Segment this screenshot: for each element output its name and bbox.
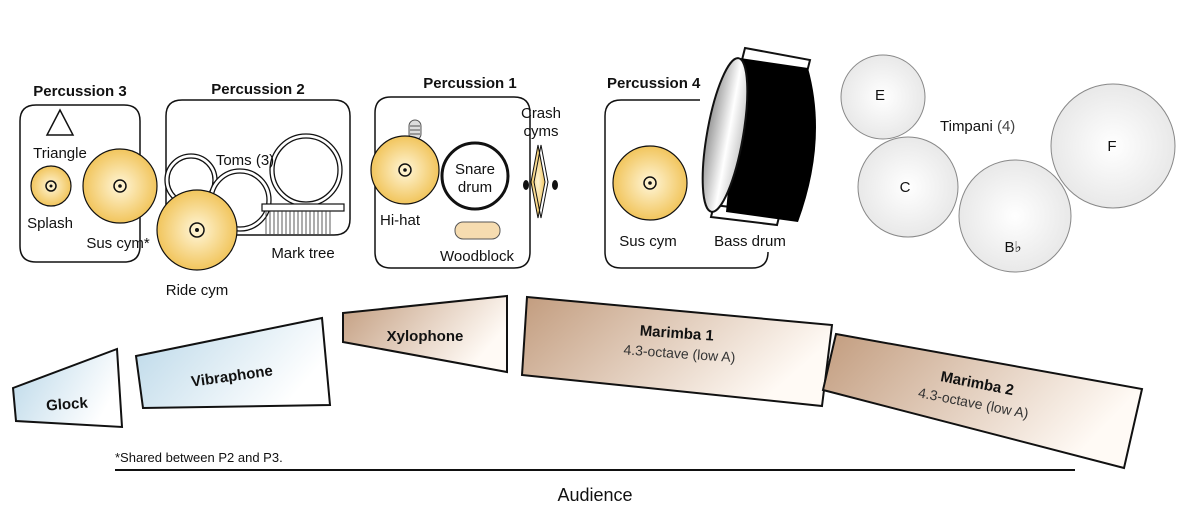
sus-cymbal-icon	[612, 145, 688, 221]
triangle-label: Triangle	[33, 145, 87, 162]
snare-label-line2: drum	[458, 179, 492, 196]
timpani-e-label: E	[875, 87, 885, 104]
keyboard-xylophone: Xylophone	[342, 294, 508, 374]
timpani-bflat-label: B♭	[1004, 239, 1021, 256]
percussion-4-group: Percussion 4 Sus cym Bass drum	[604, 46, 816, 269]
percussion-2-box	[165, 99, 351, 236]
timpani-f-icon	[1050, 83, 1176, 209]
crash-cymbals-icon	[523, 144, 558, 219]
toms-icon	[164, 133, 343, 232]
ride-cymbal-icon	[156, 189, 238, 271]
xylophone-label: Xylophone	[387, 328, 464, 345]
snare-label-line1: Snare	[455, 161, 495, 178]
hi-hat-icon	[370, 119, 440, 205]
hi-hat-label: Hi-hat	[380, 212, 421, 229]
percussion-3-group: Percussion 3 Triangle Splash Sus cym*	[19, 83, 158, 263]
marimba-1-sublabel: 4.3-octave (low A)	[623, 341, 736, 365]
splash-cymbal-icon	[30, 165, 72, 207]
bass-drum-icon	[701, 46, 816, 227]
marimba-1-label: Marimba 1	[639, 322, 714, 344]
timpani-e-icon	[840, 54, 926, 140]
timpani-title-text: Timpani	[940, 118, 993, 135]
mark-tree-icon	[261, 203, 345, 234]
footnote: *Shared between P2 and P3.	[115, 450, 283, 465]
percussion-1-title: Percussion 1	[423, 75, 516, 92]
sus-cym-label: Sus cym	[619, 233, 677, 250]
crash-label-line2: cyms	[524, 123, 559, 140]
timpani-count: (4)	[997, 118, 1015, 135]
sus-cym-shared-label: Sus cym*	[86, 235, 150, 252]
percussion-3-title: Percussion 3	[33, 83, 126, 100]
percussion-3-box	[19, 104, 141, 263]
glock-label: Glock	[46, 395, 89, 415]
timpani-c-label: C	[900, 179, 911, 196]
toms-label: Toms (3)	[216, 152, 274, 169]
percussion-1-box	[374, 96, 531, 269]
keyboard-vibraphone: Vibraphone	[134, 316, 332, 410]
woodblock-icon	[454, 221, 501, 240]
percussion-4-title: Percussion 4	[607, 75, 701, 92]
mark-tree-label: Mark tree	[271, 245, 334, 262]
percussion-1-group: Percussion 1 Hi-hat Snare drum Crash cym…	[370, 75, 561, 269]
timpani-title: Timpani (4)	[940, 118, 1015, 135]
timpani-c-icon	[857, 136, 959, 238]
splash-label: Splash	[27, 215, 73, 232]
crash-label-line1: Crash	[521, 105, 561, 122]
percussion-2-title: Percussion 2	[211, 81, 304, 98]
percussion-4-box	[604, 99, 769, 269]
keyboard-marimba-2: Marimba 2 4.3-octave (low A)	[821, 332, 1144, 470]
triangle-icon	[45, 108, 75, 136]
timpani-bflat-icon	[958, 159, 1072, 273]
percussion-2-group: Percussion 2 Toms (3) Mark tree Ride cym	[156, 81, 351, 299]
keyboard-glock: Glock	[11, 347, 124, 429]
keyboard-marimba-1: Marimba 1 4.3-octave (low A)	[520, 295, 834, 408]
timpani-group	[840, 54, 1176, 273]
woodblock-label: Woodblock	[440, 248, 514, 265]
audience-label: Audience	[557, 485, 632, 505]
sus-cymbal-shared-icon	[82, 148, 158, 224]
bass-drum-label: Bass drum	[714, 233, 786, 250]
ride-cym-label: Ride cym	[166, 282, 229, 299]
timpani-f-label: F	[1107, 138, 1116, 155]
snare-drum-icon	[440, 141, 510, 211]
